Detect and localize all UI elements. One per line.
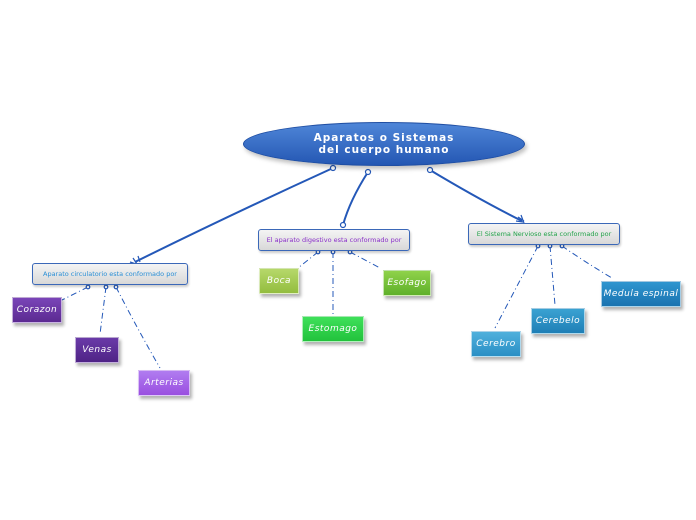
link-dot: [103, 284, 109, 290]
leaf-label: Cerebelo: [535, 316, 581, 326]
leaf-label: Arterias: [144, 378, 184, 388]
link-dot: [113, 284, 119, 290]
link-circ-venas: [99, 286, 107, 335]
branch-label: Aparato circulatorio esta conformado por: [43, 270, 177, 278]
link-nerv-cerebelo: [549, 245, 556, 306]
root-topic[interactable]: Aparatos o Sistemas del cuerpo humano: [243, 122, 525, 166]
leaf-estomago[interactable]: Estomago: [302, 316, 364, 342]
link-dot: [339, 221, 347, 229]
link-circ-arterias: [115, 286, 161, 369]
leaf-cerebro[interactable]: Cerebro: [471, 331, 521, 357]
leaf-arterias[interactable]: Arterias: [138, 370, 190, 396]
link-dot: [329, 164, 337, 172]
leaf-esofago[interactable]: Esofago: [383, 270, 431, 296]
link-root-circulatorio: [134, 167, 334, 263]
leaf-cerebelo[interactable]: Cerebelo: [531, 308, 585, 334]
branch-label: El Sistema Nervioso esta conformado por: [476, 230, 612, 238]
branch-digestivo[interactable]: El aparato digestivo esta conformado por: [258, 229, 410, 251]
leaf-label: Estomago: [308, 324, 358, 334]
branch-label: El aparato digestivo esta conformado por: [266, 236, 402, 244]
root-label: Aparatos o Sistemas del cuerpo humano: [313, 132, 455, 156]
leaf-label: Esofago: [387, 278, 427, 288]
link-dig-boca: [297, 251, 319, 269]
branch-circulatorio[interactable]: Aparato circulatorio esta conformado por: [32, 263, 188, 285]
link-dot: [426, 166, 434, 174]
leaf-corazon[interactable]: Corazon: [12, 297, 62, 323]
leaf-label: Boca: [266, 276, 292, 286]
leaf-label: Venas: [82, 345, 112, 355]
link-dot: [85, 284, 91, 290]
crowfoot-marker: [515, 214, 525, 224]
leaf-label: Cerebro: [476, 339, 516, 349]
link-root-digestivo: [342, 171, 369, 226]
link-circ-corazon: [61, 286, 89, 301]
link-nerv-medula: [561, 245, 613, 279]
leaf-label: Medula espinal: [603, 289, 679, 299]
branch-nervioso[interactable]: El Sistema Nervioso esta conformado por: [468, 223, 620, 245]
leaf-boca[interactable]: Boca: [259, 268, 299, 294]
leaf-label: Corazon: [16, 305, 58, 315]
link-dot: [364, 168, 372, 176]
link-root-nervioso: [429, 169, 523, 222]
link-nerv-cerebro: [494, 245, 539, 329]
leaf-venas[interactable]: Venas: [75, 337, 119, 363]
link-dig-esofago: [349, 251, 381, 269]
leaf-medula-espinal[interactable]: Medula espinal: [601, 281, 681, 307]
